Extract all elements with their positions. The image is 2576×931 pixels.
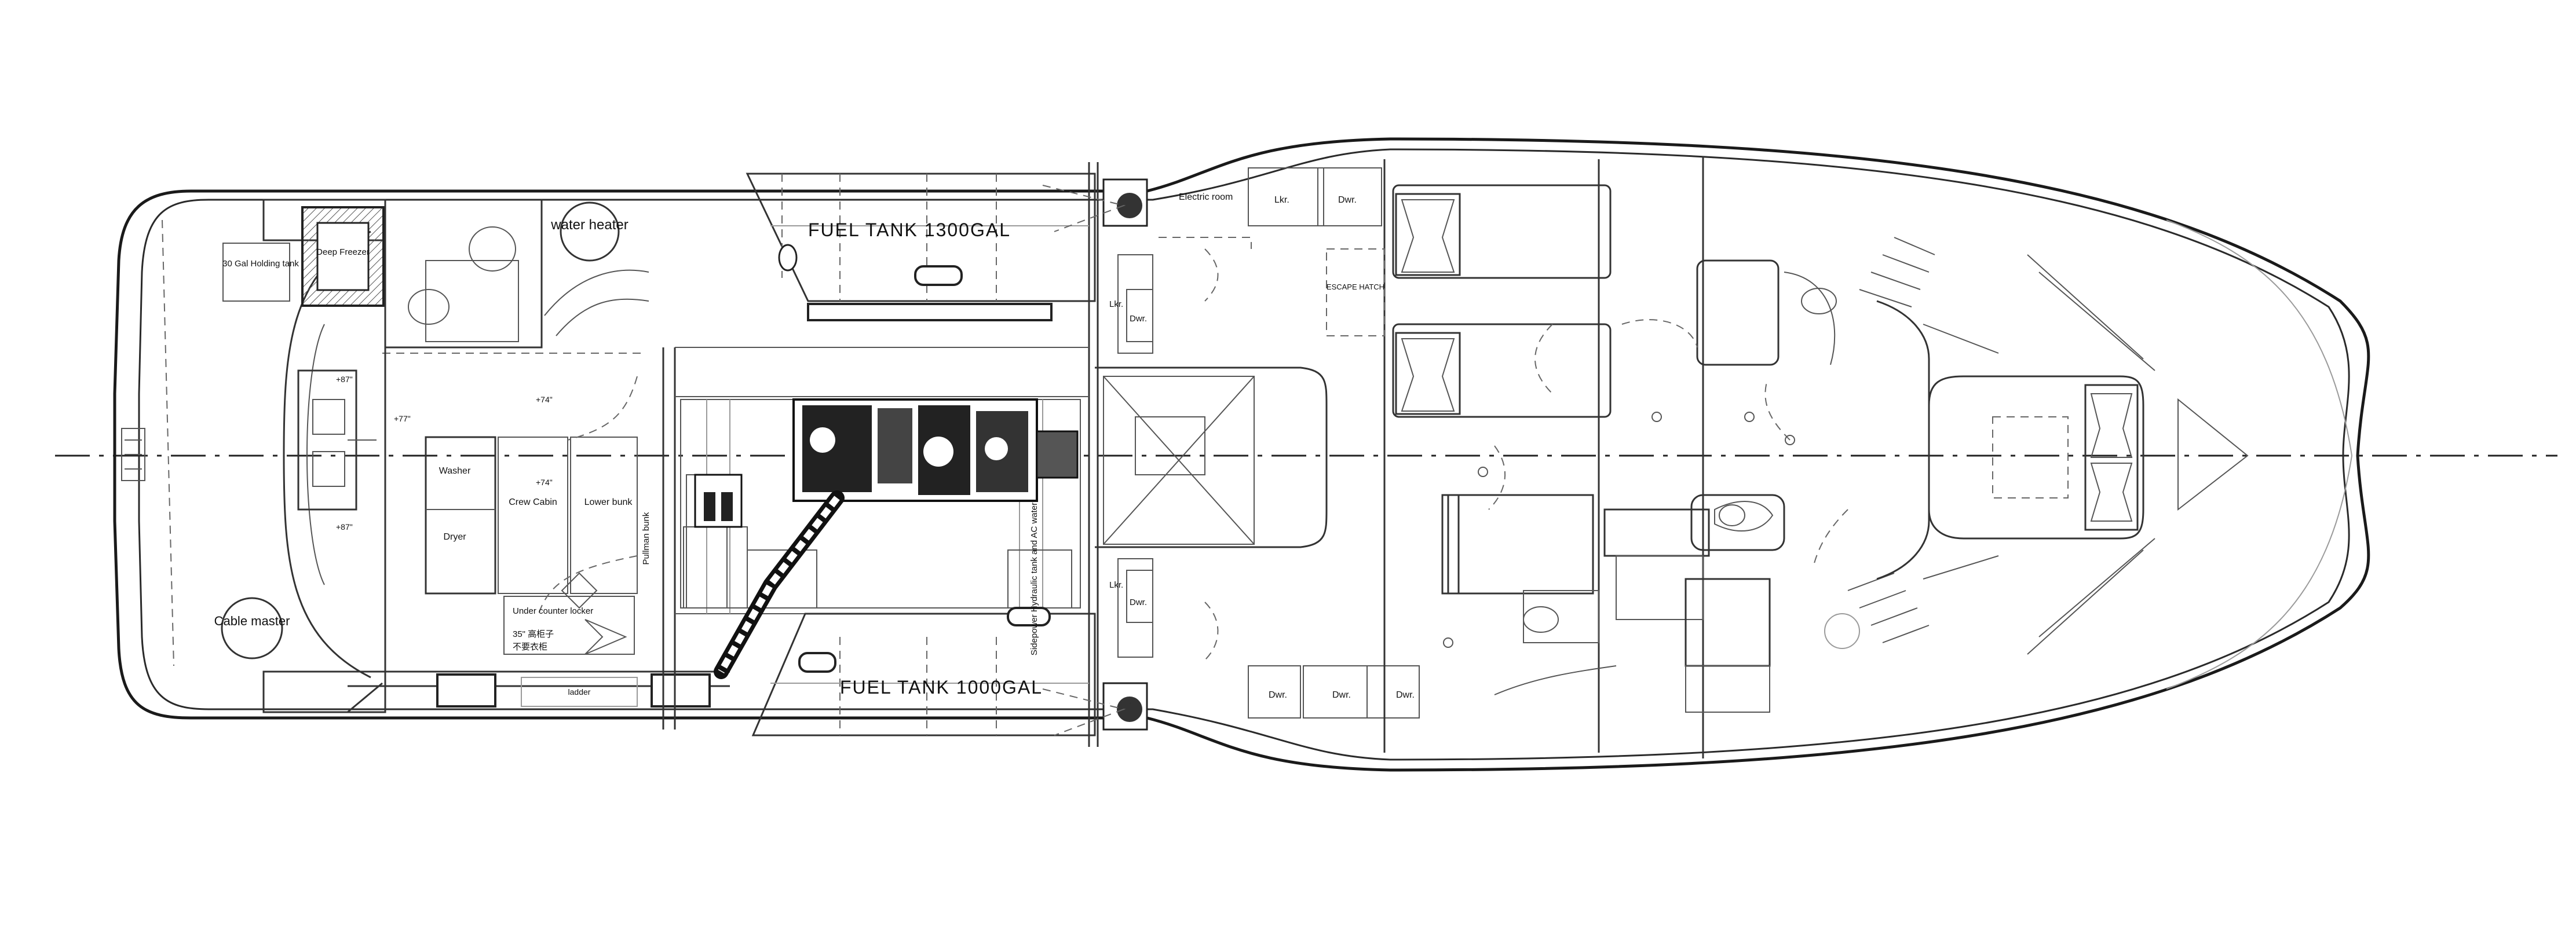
under-counter-locker-label: Under counter locker	[513, 606, 593, 616]
hull-outline	[113, 137, 2370, 772]
deep-freezer	[301, 206, 385, 307]
mid-lockers	[1117, 167, 1420, 719]
electric-room-label: Electric room	[1179, 192, 1233, 202]
dwr-label-1: Dwr.	[1130, 314, 1147, 324]
locker-note-2: 不要衣柜	[513, 642, 547, 652]
dimension-hall: +74"	[536, 395, 553, 404]
door-swings	[1443, 324, 1848, 648]
crew-head	[382, 200, 649, 354]
dimension-aft-upper: +87"	[336, 375, 353, 384]
water-heater-label: water heater	[550, 217, 628, 233]
dimension-aft-lower: +87"	[336, 522, 353, 532]
lkr-label-2: Lkr.	[1274, 195, 1289, 205]
lkr-label-4: Lkr.	[1109, 703, 1110, 704]
washer-label: Washer	[439, 466, 471, 476]
lkr-label-1: Lkr.	[1109, 299, 1123, 309]
forward-head-bottom	[1523, 494, 1785, 643]
dwr-label-2: Dwr.	[1338, 195, 1357, 205]
forward-deck-hatches	[1824, 254, 2155, 655]
generator	[694, 474, 743, 528]
stabilizer-bottom	[1042, 682, 1148, 736]
lkr-label-3: Lkr.	[1109, 580, 1123, 590]
dryer-label: Dryer	[443, 532, 466, 542]
dwr-label-4: Dwr.	[1130, 703, 1131, 704]
fuel-tank-top	[746, 173, 1096, 321]
pullman-bunk-label: Pullman bunk	[641, 512, 651, 565]
salon-hatch	[1095, 366, 1328, 548]
dwr-label-7: Dwr.	[1396, 690, 1415, 700]
crew-cabin-label: Crew Cabin	[509, 497, 557, 507]
dwr-label-3: Dwr.	[1130, 598, 1147, 607]
holding-tank-label: 30 Gal Holding tank	[222, 259, 299, 269]
cable-master	[221, 597, 283, 659]
crew-cabin	[384, 347, 638, 680]
forward-cabins	[1326, 156, 1771, 758]
stabilizer-top	[1042, 178, 1148, 232]
dimension-cabin: +74"	[536, 478, 553, 487]
ladder-plate-label: ladder	[568, 687, 591, 697]
water-heater	[560, 201, 620, 262]
cable-master-label: Cable master	[214, 614, 290, 628]
dimension-aft-mid: +77"	[394, 414, 411, 423]
exhaust-pipe	[347, 670, 730, 713]
fuel-tank-bottom-label: FUEL TANK 1000GAL	[840, 677, 1043, 698]
forward-master-cabin	[1928, 375, 2249, 540]
fuel-tank-bottom	[751, 607, 1096, 736]
escape-hatch-label: ESCAPE HATCH	[1327, 283, 1384, 291]
forward-head-top	[1621, 259, 1837, 366]
forward-stairs	[1847, 237, 1999, 643]
fuel-tank-top-label: FUEL TANK 1300GAL	[808, 219, 1011, 240]
sidepower-label: Sidepower Hydraulic tank and AC water	[1029, 503, 1039, 655]
engine	[792, 398, 1079, 502]
locker-note-1: 35" 高柜子	[513, 629, 554, 639]
dwr-label-5: Dwr.	[1269, 690, 1287, 700]
holding-tank	[222, 243, 290, 302]
deep-freezer-label: Deep Freezer	[316, 247, 370, 257]
dwr-label-6: Dwr.	[1332, 690, 1351, 700]
lower-bunk-label: Lower bunk	[584, 497, 633, 507]
